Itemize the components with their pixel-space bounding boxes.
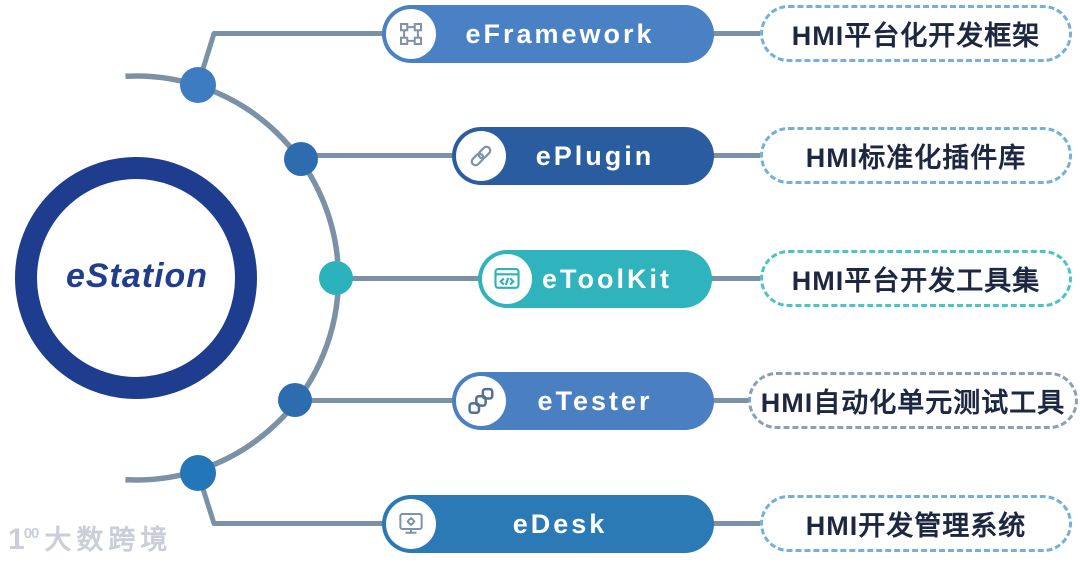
desc-text: HMI标准化插件库 bbox=[805, 143, 1027, 173]
desc-box-etester: HMI自动化单元测试工具 bbox=[748, 372, 1078, 429]
dot-eplugin bbox=[284, 142, 318, 176]
dot-edesk bbox=[180, 455, 216, 491]
dot-eframework bbox=[180, 67, 216, 103]
test-nodes-icon bbox=[456, 376, 506, 426]
desc-text: HMI平台化开发框架 bbox=[791, 21, 1041, 51]
desc-text: HMI平台开发工具集 bbox=[791, 266, 1041, 296]
watermark-text: 大数跨境 bbox=[44, 525, 173, 555]
estation-ring bbox=[15, 157, 257, 399]
chain-link-icon bbox=[456, 131, 506, 181]
code-window-icon bbox=[482, 254, 532, 304]
desc-box-etoolkit: HMI平台开发工具集 bbox=[760, 250, 1072, 307]
watermark: 100 大数跨境 bbox=[8, 518, 172, 557]
node-pill-eplugin: ePlugin bbox=[452, 127, 714, 185]
frame-transform-icon bbox=[386, 9, 436, 59]
desc-box-eplugin: HMI标准化插件库 bbox=[760, 127, 1072, 184]
estation-title: eStation bbox=[65, 257, 209, 295]
node-label: eDesk bbox=[512, 508, 608, 539]
watermark-logo: 100 bbox=[8, 523, 39, 556]
monitor-gear-icon bbox=[386, 499, 436, 549]
desc-text: HMI自动化单元测试工具 bbox=[760, 388, 1066, 418]
dot-etester bbox=[278, 383, 312, 417]
dot-etoolkit bbox=[319, 261, 353, 295]
node-pill-etester: eTester bbox=[452, 372, 714, 430]
node-label: eTester bbox=[537, 385, 653, 416]
desc-box-eframework: HMI平台化开发框架 bbox=[760, 5, 1072, 62]
node-pill-edesk: eDesk bbox=[382, 495, 714, 553]
node-pill-eframework: eFramework bbox=[382, 5, 714, 63]
node-label: eToolKit bbox=[542, 263, 672, 294]
desc-text: HMI开发管理系统 bbox=[805, 511, 1027, 541]
node-pill-etoolkit: eToolKit bbox=[478, 250, 712, 308]
node-label: eFramework bbox=[465, 18, 655, 49]
node-label: ePlugin bbox=[535, 140, 655, 171]
desc-box-edesk: HMI开发管理系统 bbox=[760, 495, 1072, 552]
